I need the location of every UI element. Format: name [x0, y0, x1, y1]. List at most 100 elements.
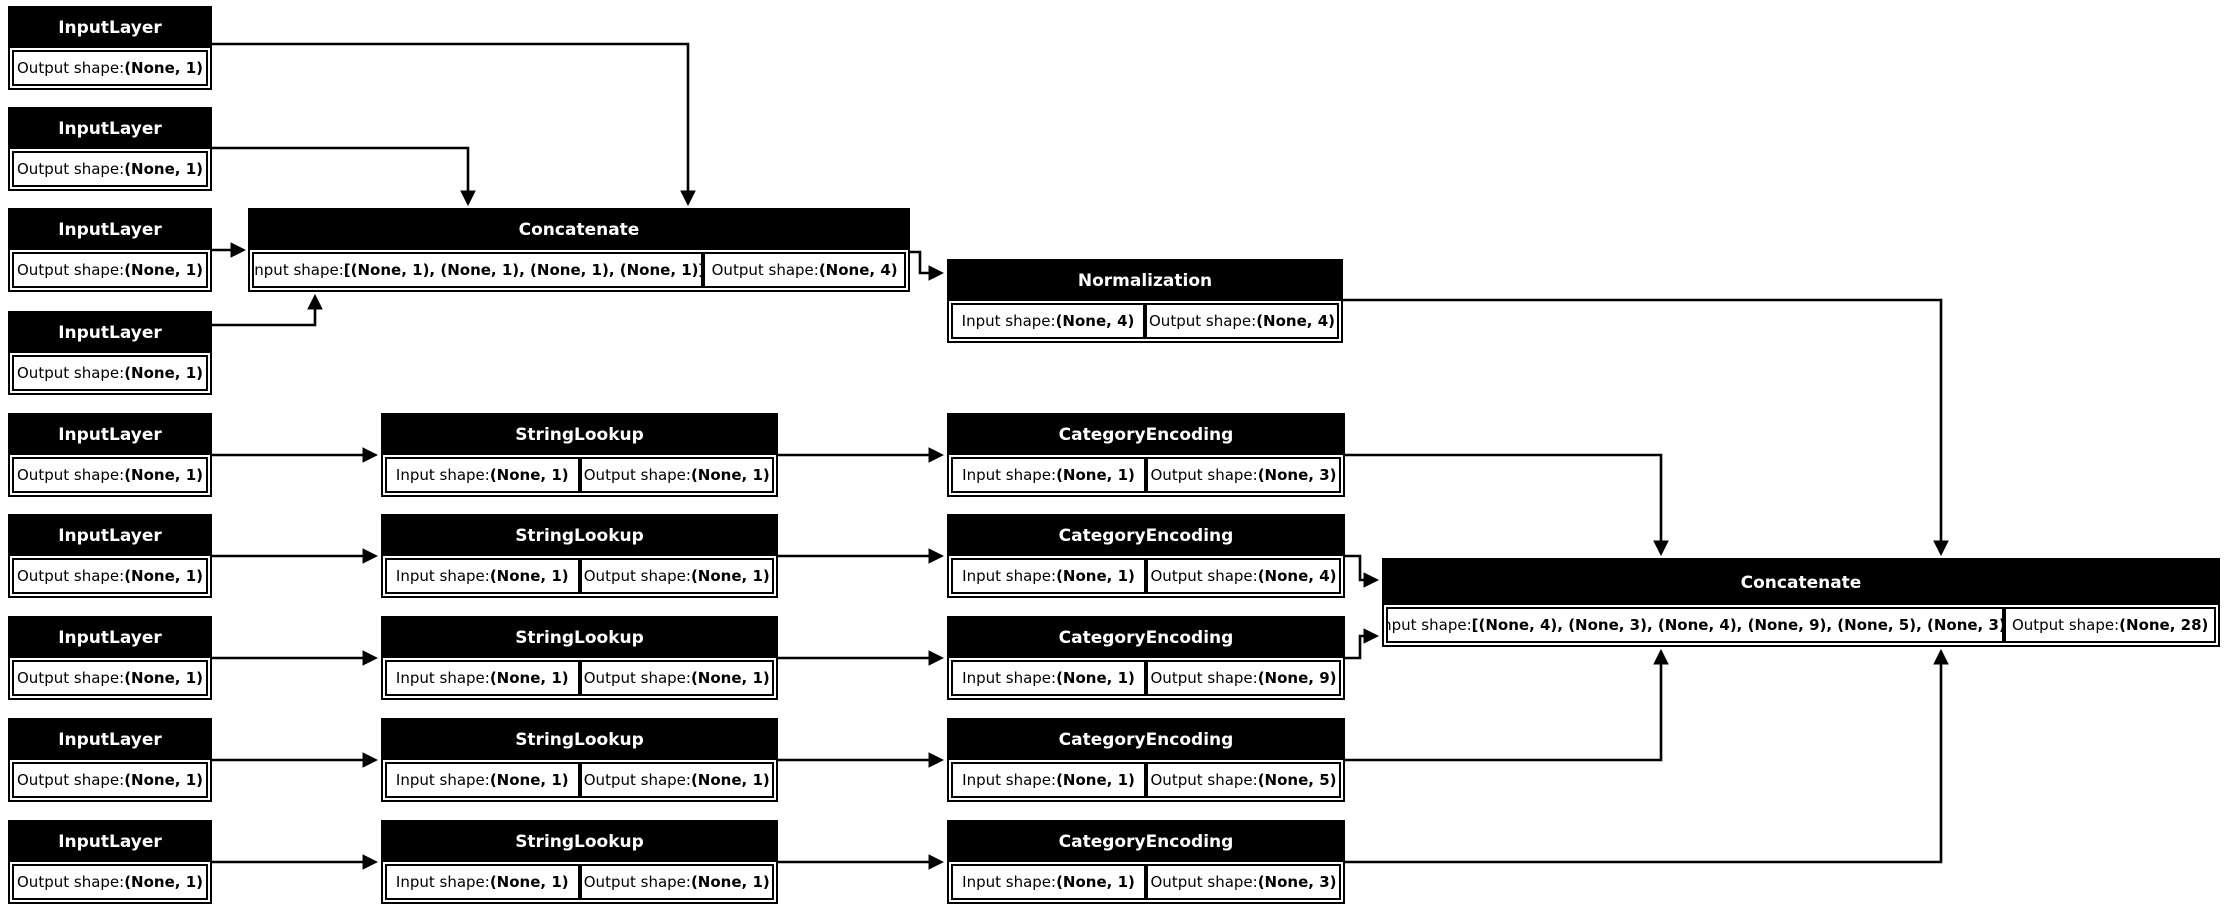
shape-label: Output shape: [17, 261, 125, 279]
edge-categoryencoding5-concatenate2 [1345, 648, 1949, 864]
shape-label: Output shape: [17, 771, 125, 789]
node-inputlayer-6: InputLayer Output shape: (None, 1) [8, 514, 212, 598]
output-shape-cell: Output shape: (None, 9) [1146, 660, 1341, 696]
node-normalization: Normalization Input shape: (None, 4) Out… [947, 259, 1343, 343]
shape-label: Output shape: [583, 466, 691, 484]
shape-label: Output shape: [1150, 669, 1258, 687]
output-shape-cell: Output shape: (None, 4) [703, 252, 906, 288]
shape-value: (None, 5) [1257, 771, 1337, 789]
node-inputlayer-4: InputLayer Output shape: (None, 1) [8, 311, 212, 395]
shape-cells: Input shape: (None, 1) Output shape: (No… [949, 658, 1343, 698]
shape-value: (None, 1) [690, 873, 770, 891]
shape-value: (None, 1) [1056, 567, 1135, 585]
shape-label: Output shape: [583, 873, 691, 891]
edge-categoryencoding2-concatenate2 [1345, 554, 1380, 588]
node-stringlookup-3: StringLookup Input shape: (None, 1) Outp… [381, 616, 778, 700]
shape-cells: Input shape: (None, 1) Output shape: (No… [949, 862, 1343, 902]
shape-cells: Input shape: (None, 1) Output shape: (No… [949, 760, 1343, 800]
node-categoryencoding-4: CategoryEncoding Input shape: (None, 1) … [947, 718, 1345, 802]
edge-input2-concatenate1 [212, 146, 476, 207]
input-shape-cell: Input shape: [(None, 4), (None, 3), (Non… [1386, 607, 2005, 643]
node-title: StringLookup [383, 618, 776, 658]
shape-label: Input shape: [395, 873, 490, 891]
input-shape-cell: Input shape: (None, 1) [385, 762, 580, 798]
shape-value: (None, 1) [124, 669, 203, 687]
output-shape-cell: Output shape: (None, 28) [2004, 607, 2216, 643]
node-concatenate-1: Concatenate Input shape: [(None, 1), (No… [248, 208, 910, 292]
shape-value: (None, 4) [1257, 567, 1337, 585]
shape-value: (None, 1) [690, 567, 770, 585]
shape-value: (None, 28) [2119, 616, 2209, 634]
shape-cells: Output shape: (None, 1) [10, 353, 210, 393]
shape-value: (None, 1) [1056, 873, 1135, 891]
output-shape-cell: Output shape: (None, 1) [579, 457, 774, 493]
shape-value: (None, 1) [489, 466, 569, 484]
shape-cells: Input shape: (None, 1) Output shape: (No… [383, 556, 776, 596]
shape-value: (None, 1) [124, 567, 203, 585]
node-title: StringLookup [383, 415, 776, 455]
output-shape-cell: Output shape: (None, 1) [12, 50, 208, 86]
output-shape-cell: Output shape: (None, 1) [12, 252, 208, 288]
shape-value: (None, 3) [1257, 873, 1337, 891]
shape-cells: Output shape: (None, 1) [10, 149, 210, 189]
shape-cells: Input shape: (None, 1) Output shape: (No… [949, 455, 1343, 495]
node-title: CategoryEncoding [949, 415, 1343, 455]
shape-label: Output shape: [1150, 873, 1258, 891]
shape-value: (None, 1) [124, 873, 203, 891]
shape-value: (None, 1) [690, 466, 770, 484]
shape-value: (None, 1) [124, 59, 203, 77]
shape-value: [(None, 4), (None, 3), (None, 4), (None,… [1471, 616, 2005, 634]
node-title: Normalization [949, 261, 1341, 301]
edge-categoryencoding1-concatenate2 [1345, 453, 1669, 557]
node-title: Concatenate [250, 210, 908, 250]
input-shape-cell: Input shape: (None, 1) [951, 762, 1146, 798]
output-shape-cell: Output shape: (None, 1) [579, 558, 774, 594]
input-shape-cell: Input shape: (None, 4) [951, 303, 1145, 339]
output-shape-cell: Output shape: (None, 1) [12, 762, 208, 798]
shape-cells: Input shape: (None, 1) Output shape: (No… [949, 556, 1343, 596]
shape-cells: Input shape: [(None, 1), (None, 1), (Non… [250, 250, 908, 290]
shape-label: Input shape: [395, 466, 490, 484]
node-title: StringLookup [383, 822, 776, 862]
input-shape-cell: Input shape: (None, 1) [951, 457, 1146, 493]
shape-label: Output shape: [1150, 466, 1258, 484]
input-shape-cell: Input shape: [(None, 1), (None, 1), (Non… [252, 252, 704, 288]
shape-cells: Output shape: (None, 1) [10, 455, 210, 495]
shape-value: (None, 4) [818, 261, 898, 279]
shape-value: (None, 1) [1056, 669, 1135, 687]
node-title: InputLayer [10, 313, 210, 353]
output-shape-cell: Output shape: (None, 3) [1146, 864, 1341, 900]
shape-label: Output shape: [583, 567, 691, 585]
shape-cells: Output shape: (None, 1) [10, 250, 210, 290]
shape-label: Input shape: [395, 669, 490, 687]
shape-value: (None, 1) [1056, 771, 1135, 789]
shape-cells: Input shape: [(None, 4), (None, 3), (Non… [1384, 605, 2218, 645]
output-shape-cell: Output shape: (None, 1) [12, 864, 208, 900]
shape-cells: Output shape: (None, 1) [10, 48, 210, 88]
node-title: CategoryEncoding [949, 618, 1343, 658]
output-shape-cell: Output shape: (None, 1) [579, 864, 774, 900]
node-inputlayer-3: InputLayer Output shape: (None, 1) [8, 208, 212, 292]
shape-cells: Output shape: (None, 1) [10, 862, 210, 902]
node-title: InputLayer [10, 8, 210, 48]
shape-label: Input shape: [961, 312, 1056, 330]
shape-label: Output shape: [17, 364, 125, 382]
edge-concatenate1-normalization [910, 250, 945, 281]
shape-value: (None, 3) [1257, 466, 1337, 484]
node-title: StringLookup [383, 516, 776, 556]
shape-label: Input shape: [395, 771, 490, 789]
input-shape-cell: Input shape: (None, 1) [951, 660, 1146, 696]
node-inputlayer-7: InputLayer Output shape: (None, 1) [8, 616, 212, 700]
shape-value: [(None, 1), (None, 1), (None, 1), (None,… [343, 261, 704, 279]
node-stringlookup-2: StringLookup Input shape: (None, 1) Outp… [381, 514, 778, 598]
input-shape-cell: Input shape: (None, 1) [385, 864, 580, 900]
shape-value: (None, 1) [690, 771, 770, 789]
shape-value: (None, 1) [124, 771, 203, 789]
edge-normalization-concatenate2 [1343, 298, 1949, 557]
shape-label: Input shape: [252, 261, 344, 279]
node-title: InputLayer [10, 516, 210, 556]
input-shape-cell: Input shape: (None, 1) [951, 864, 1146, 900]
shape-value: (None, 1) [690, 669, 770, 687]
node-inputlayer-5: InputLayer Output shape: (None, 1) [8, 413, 212, 497]
